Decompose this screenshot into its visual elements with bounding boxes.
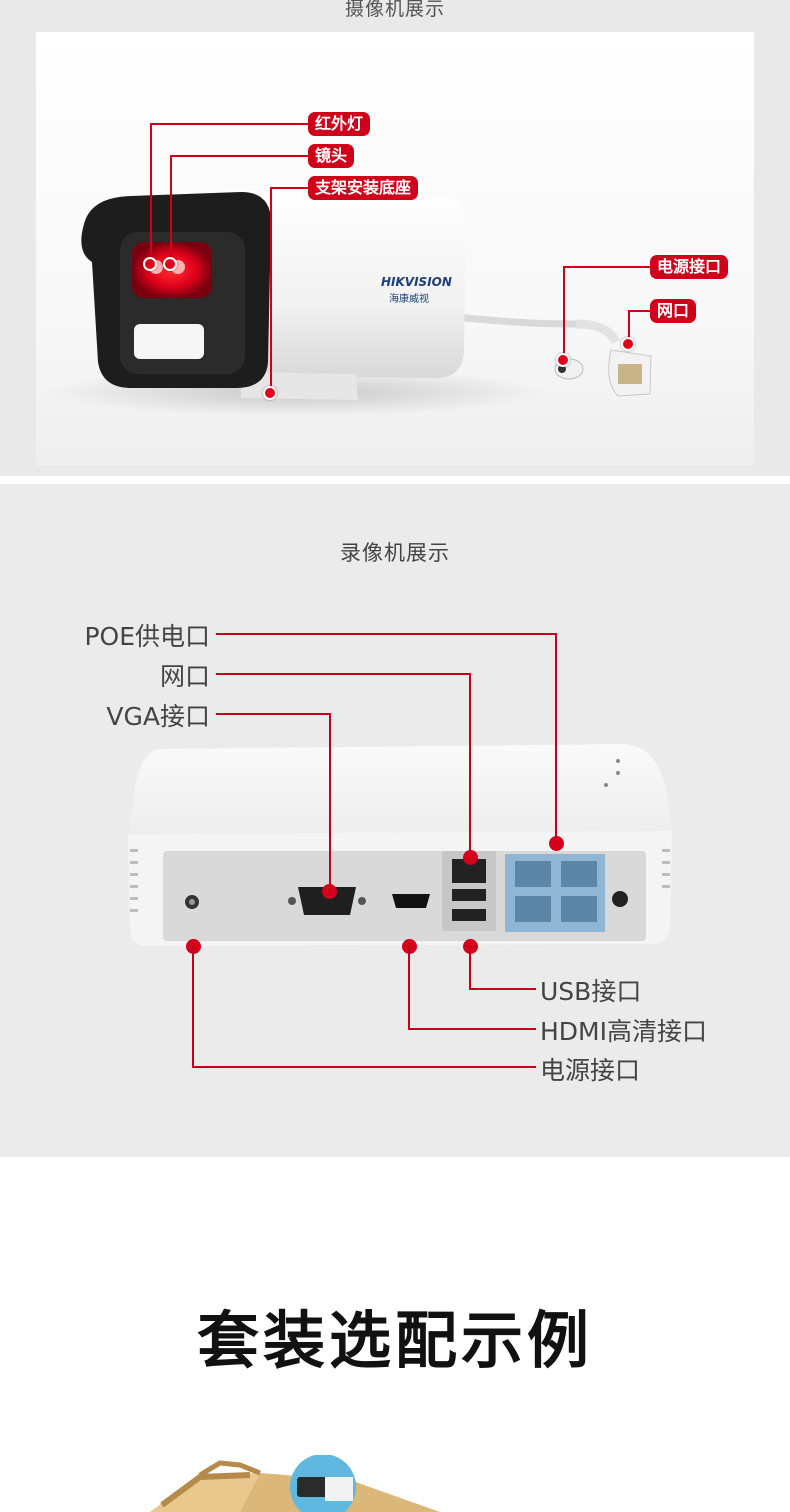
poe-label: POE供电口 [84,622,210,651]
hdmi-callout-leader [408,946,410,1029]
brand-logo-text: HIKVISION [381,275,452,289]
network-callout-leader [628,310,630,344]
nvr-power-callout-line [192,1066,536,1068]
lens-callout-leader [170,155,172,263]
vga-label: VGA接口 [106,702,210,731]
nvr-illustration [128,744,672,946]
mount-callout-line [270,187,308,189]
camera-product-photo: HIKVISION 海康威视 [36,32,754,466]
camera-power-label: 电源接口 [650,255,729,279]
lens-label: 镜头 [308,144,355,168]
nvr-power-callout-leader [192,946,194,1067]
kit-example-illustration [150,1455,440,1512]
usb-callout-line [469,988,536,990]
vga-marker-dot [322,884,337,899]
nvr-network-callout-line [216,673,470,675]
power-callout-leader [563,266,565,360]
mount-marker-dot [263,386,277,400]
poe-callout-leader [555,633,557,844]
power-callout-line [563,266,650,268]
poe-callout-line [216,633,556,635]
hdmi-label: HDMI高清接口 [540,1017,707,1046]
infrared-label: 红外灯 [308,112,371,136]
camera-network-label: 网口 [650,299,697,323]
mount-callout-leader [270,187,272,392]
nvr-network-marker-dot [463,850,478,865]
hdmi-callout-line [408,1028,536,1030]
network-marker-dot [621,337,635,351]
vga-callout-leader [329,713,331,891]
mount-label: 支架安装底座 [308,176,419,200]
infrared-marker-dot [143,257,157,271]
network-callout-line [628,310,650,312]
usb-callout-leader [469,946,471,989]
kit-section-title: 套装选配示例 [196,1304,593,1377]
camera-section-title: 摄像机展示 [344,0,445,20]
nvr-network-label: 网口 [159,662,210,691]
infrared-callout-leader [150,123,152,263]
camera-illustration: HIKVISION 海康威视 [46,190,652,416]
nvr-power-label: 电源接口 [540,1056,641,1085]
usb-label: USB接口 [540,977,642,1006]
nvr-network-callout-leader [469,673,471,857]
power-marker-dot [556,353,570,367]
vga-callout-line [216,713,330,715]
lens-callout-line [170,155,308,157]
nvr-section-title: 录像机展示 [340,541,450,565]
camera-showcase-section: 摄像机展示 [0,0,790,476]
lens-marker-dot [163,257,177,271]
poe-marker-dot [549,836,564,851]
brand-logo-subtext: 海康威视 [389,292,429,305]
nvr-showcase-section: 录像机展示 [0,484,790,1157]
infrared-callout-line [150,123,308,125]
